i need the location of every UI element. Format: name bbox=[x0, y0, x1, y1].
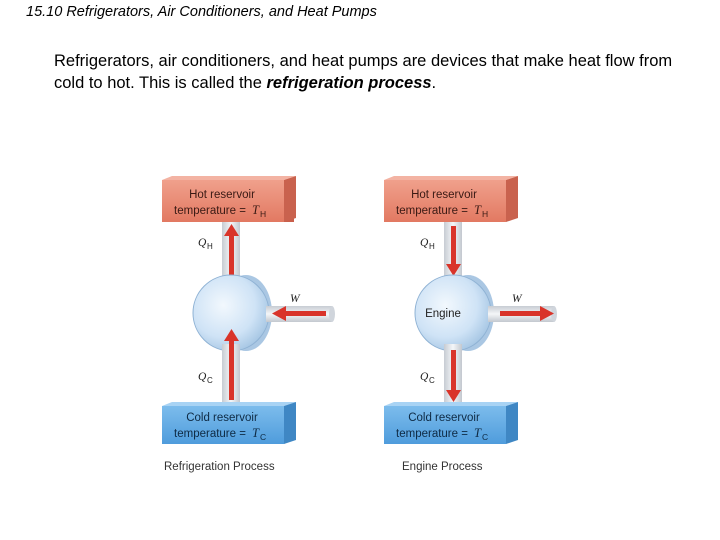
slide-title: 15.10 Refrigerators, Air Conditioners, a… bbox=[26, 4, 377, 20]
intro-text: Refrigerators, air conditioners, and hea… bbox=[54, 52, 673, 92]
qc-subscript: C bbox=[429, 376, 435, 385]
hot-temperature-symbol: T bbox=[474, 203, 482, 217]
cold-temperature-subscript: C bbox=[482, 432, 488, 442]
slide-title-text: Refrigerators, Air Conditioners, and Hea… bbox=[66, 4, 377, 20]
qh-arrow-down bbox=[446, 226, 461, 276]
slide-number: 15.10 bbox=[26, 4, 63, 20]
hot-reservoir-temperature: temperature = bbox=[396, 205, 468, 217]
hot-reservoir-label: Hot reservoir bbox=[189, 189, 255, 201]
hot-reservoir-temperature: temperature = bbox=[174, 205, 246, 217]
cold-reservoir-temperature: temperature = bbox=[174, 428, 246, 440]
qh-arrow-up bbox=[224, 224, 239, 276]
hot-reservoir-box: Hot reservoir temperature = T H bbox=[384, 176, 518, 222]
cold-temperature-symbol: T bbox=[252, 426, 260, 440]
cold-reservoir-box: Cold reservoir temperature = T C bbox=[162, 402, 296, 444]
qh-subscript: H bbox=[207, 242, 213, 251]
qh-label: Q bbox=[198, 237, 207, 249]
cold-temperature-subscript: C bbox=[260, 432, 266, 442]
refrigeration-caption: Refrigeration Process bbox=[164, 461, 275, 473]
intro-emphasis: refrigeration process bbox=[266, 74, 432, 92]
hot-temperature-symbol: T bbox=[252, 203, 260, 217]
qc-label: Q bbox=[198, 371, 207, 383]
engine-diagram: Hot reservoir temperature = T H Q H Engi… bbox=[384, 176, 557, 473]
intro-text-end: . bbox=[431, 74, 437, 92]
qc-arrow-up bbox=[224, 329, 239, 400]
cold-reservoir-temperature: temperature = bbox=[396, 428, 468, 440]
hot-temperature-subscript: H bbox=[482, 209, 488, 219]
qc-subscript: C bbox=[207, 376, 213, 385]
engine-disk-label: Engine bbox=[425, 308, 461, 320]
engine-caption: Engine Process bbox=[402, 461, 483, 473]
work-label: W bbox=[512, 293, 523, 305]
work-arrow-in bbox=[272, 306, 326, 321]
engine-disk bbox=[414, 274, 494, 352]
qc-arrow-down bbox=[446, 350, 461, 402]
work-label: W bbox=[290, 293, 301, 305]
hot-temperature-subscript: H bbox=[260, 209, 266, 219]
refrigeration-diagram: Hot reservoir temperature = T H Q H W bbox=[162, 176, 335, 473]
cold-reservoir-box: Cold reservoir temperature = T C bbox=[384, 402, 518, 444]
qc-label: Q bbox=[420, 371, 429, 383]
work-arrow-out bbox=[500, 306, 554, 321]
hot-reservoir-label: Hot reservoir bbox=[411, 189, 477, 201]
hot-reservoir-box: Hot reservoir temperature = T H bbox=[162, 176, 296, 222]
qh-label: Q bbox=[420, 237, 429, 249]
cold-reservoir-label: Cold reservoir bbox=[186, 412, 258, 424]
intro-paragraph: Refrigerators, air conditioners, and hea… bbox=[54, 50, 674, 94]
qh-subscript: H bbox=[429, 242, 435, 251]
cold-reservoir-label: Cold reservoir bbox=[408, 412, 480, 424]
cold-temperature-symbol: T bbox=[474, 426, 482, 440]
